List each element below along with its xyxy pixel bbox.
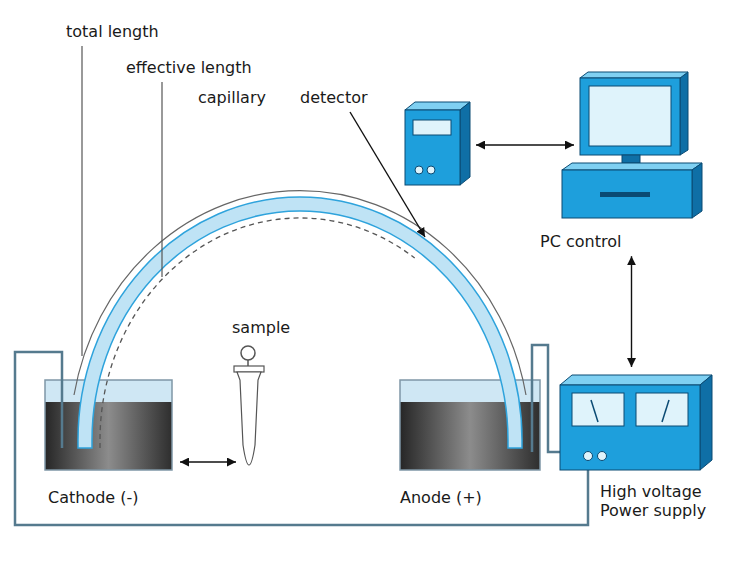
pc-control-unit: PC control	[532, 70, 713, 251]
effective-length-line	[100, 218, 415, 448]
power-supply-unit: High voltage Power supply	[550, 372, 730, 520]
tower-front	[562, 170, 692, 218]
meter-needle	[591, 400, 598, 422]
anode-buffer-vessel: Anode (+)	[395, 372, 541, 507]
device-side	[460, 102, 470, 185]
device-display	[413, 120, 451, 135]
tower-top	[562, 163, 702, 170]
total-length-line	[74, 191, 526, 395]
node-label: PC control	[540, 232, 713, 251]
tube-rim	[234, 366, 264, 372]
monitor-top	[580, 72, 688, 78]
terminal	[584, 452, 593, 461]
tower-side	[692, 163, 702, 218]
part-label: detector	[300, 88, 368, 107]
supply-front	[560, 385, 700, 470]
dimension-label: total length	[66, 22, 159, 41]
drive-slot	[600, 192, 650, 197]
power-supply	[560, 375, 712, 470]
device-knob	[415, 166, 423, 174]
supply-side	[700, 375, 712, 470]
computer	[562, 72, 702, 218]
node-label: Anode (+)	[400, 488, 541, 507]
buffer-headspace	[45, 380, 172, 402]
monitor	[580, 78, 680, 155]
vessel-outline	[45, 380, 172, 470]
data-link-arrow	[476, 144, 574, 145]
part-label: capillary	[198, 88, 266, 107]
part-label: sample	[232, 318, 290, 337]
monitor-screen	[589, 86, 671, 146]
dimension-label: effective length	[126, 58, 252, 77]
tube-body	[237, 372, 261, 465]
meter-dial	[572, 393, 624, 426]
sample-tube	[234, 346, 264, 465]
sample-exchange-arrow	[180, 461, 236, 462]
device-front	[405, 110, 460, 185]
tube-cap	[241, 346, 255, 360]
leader-line	[81, 46, 82, 356]
device-top	[405, 102, 470, 110]
terminal	[598, 452, 607, 461]
device-knob	[427, 166, 435, 174]
leader-line	[161, 82, 162, 277]
supply-top	[560, 375, 712, 385]
node-label: Cathode (-)	[48, 488, 196, 507]
cathode-buffer-vessel: Cathode (-)	[40, 372, 196, 507]
meter-dial	[636, 393, 688, 426]
anode-wire	[532, 345, 560, 452]
detector-device	[405, 102, 470, 185]
cathode-vessel	[45, 380, 172, 470]
control-link-arrow	[631, 256, 632, 367]
meter-needle	[662, 400, 669, 422]
capillary-tube	[78, 197, 522, 448]
buffer-liquid	[45, 402, 172, 470]
monitor-stand	[622, 155, 640, 163]
monitor-side	[680, 72, 688, 155]
node-label: High voltage Power supply	[600, 482, 724, 520]
cap-hinge	[247, 360, 249, 366]
